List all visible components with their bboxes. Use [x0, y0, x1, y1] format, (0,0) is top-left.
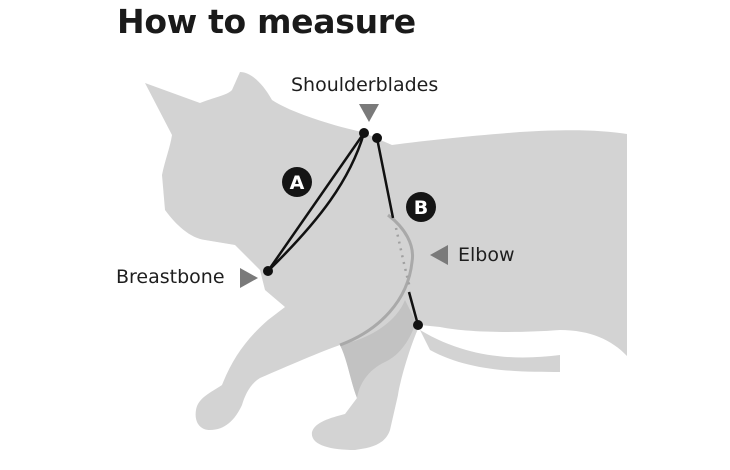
- measure-line-a-curve: [267, 132, 366, 272]
- shoulderblades-label: Shoulderblades: [291, 74, 439, 96]
- page-title: How to measure: [117, 2, 416, 41]
- badge-b-text: B: [414, 197, 428, 219]
- shoulderblade-dot-a: [359, 128, 369, 138]
- measure-line-a: [266, 132, 366, 272]
- elbow-marker-icon: [430, 245, 448, 265]
- breastbone-dot: [263, 266, 273, 276]
- shoulderblade-dot-b: [372, 133, 382, 143]
- badge-a: A: [282, 167, 312, 197]
- elbow-label: Elbow: [458, 244, 515, 266]
- badge-b: B: [406, 192, 436, 222]
- girth-dotted-line: [394, 227, 412, 289]
- measure-line-b-upper: [375, 137, 395, 219]
- elbow-dot: [413, 320, 423, 330]
- cat-leg-shadow: [340, 300, 416, 398]
- measure-line-b-lower: [407, 291, 420, 326]
- cat-body-silhouette: [145, 72, 627, 450]
- badge-a-text: A: [290, 172, 305, 194]
- cat-hind-leg-back: [420, 330, 560, 372]
- breastbone-label: Breastbone: [116, 266, 225, 288]
- shoulderblades-marker-icon: [359, 104, 379, 122]
- breastbone-marker-icon: [240, 268, 258, 288]
- elbow-harness-curve: [339, 213, 415, 347]
